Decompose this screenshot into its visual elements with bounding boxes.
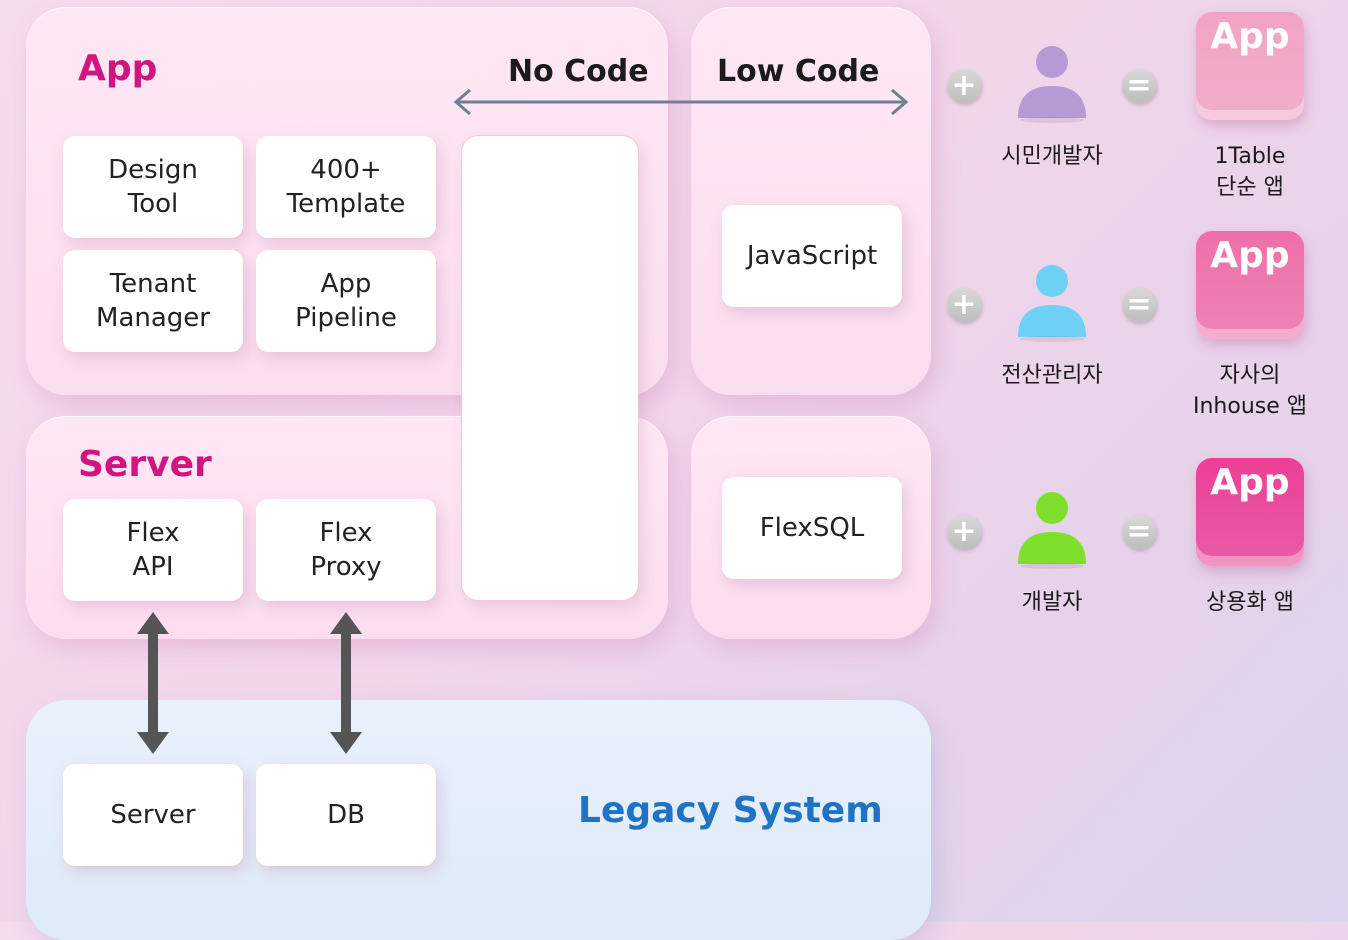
no-code-label: No Code: [508, 54, 649, 89]
app-pipeline-box: App Pipeline: [256, 250, 436, 352]
equals-icon: =: [1122, 69, 1156, 103]
person-icon: [1018, 46, 1086, 123]
app-tile-icon: App: [1196, 458, 1304, 566]
low-code-label: Low Code: [717, 54, 880, 89]
plus-icon: +: [947, 69, 981, 103]
user-role-label: 전산관리자: [1001, 363, 1103, 388]
person-icon: [1018, 492, 1086, 569]
flex-proxy-box: Flex Proxy: [256, 499, 436, 601]
app-section-title: App: [78, 48, 158, 89]
template-box: 400+ Template: [256, 136, 436, 238]
user-role-label: 시민개발자: [1001, 144, 1103, 169]
no-code-low-code-arrow: [453, 88, 909, 116]
plus-icon: +: [947, 515, 981, 549]
server-section-title: Server: [78, 444, 212, 485]
user-role-label: 개발자: [1021, 590, 1083, 615]
javascript-box: JavaScript: [722, 205, 902, 307]
tenant-manager-box: Tenant Manager: [63, 250, 243, 352]
person-icon: [1018, 265, 1086, 342]
flex-api-server-arrow: [137, 612, 169, 754]
flex-api-box: Flex API: [63, 499, 243, 601]
plus-icon: +: [947, 288, 981, 322]
app-result-label: 상용화 앱: [1206, 590, 1294, 615]
legacy-system-title: Legacy System: [578, 790, 883, 831]
lowcode-panel: [691, 7, 931, 395]
design-tool-box: Design Tool: [63, 136, 243, 238]
equals-icon: =: [1122, 288, 1156, 322]
flexsql-box: FlexSQL: [722, 477, 902, 579]
legacy-server-box: Server: [63, 764, 243, 866]
no-code-column: [462, 136, 638, 600]
app-tile-icon: App: [1196, 231, 1304, 339]
equals-icon: =: [1122, 515, 1156, 549]
app-tile-icon: App: [1196, 12, 1304, 120]
legacy-db-box: DB: [256, 764, 436, 866]
flex-proxy-db-arrow: [330, 612, 362, 754]
app-result-label: 자사의 Inhouse 앱: [1192, 363, 1307, 419]
app-result-label: 1Table 단순 앱: [1214, 144, 1286, 200]
